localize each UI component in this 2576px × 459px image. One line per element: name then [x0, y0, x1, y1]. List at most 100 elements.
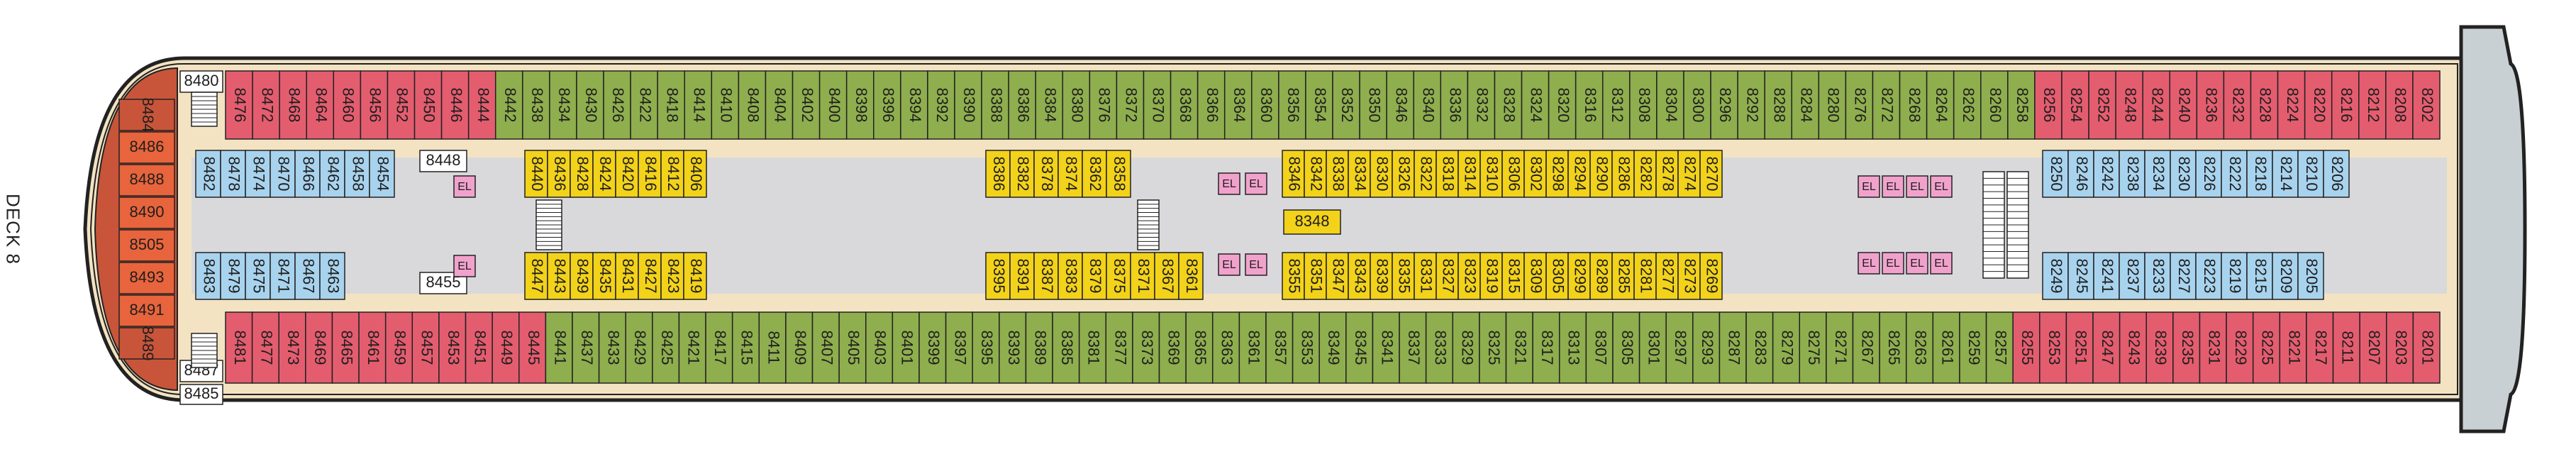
- cabin[interactable]: 8218: [2246, 150, 2273, 198]
- cabin[interactable]: 8300: [1683, 70, 1711, 140]
- cabin[interactable]: 8424: [592, 150, 616, 198]
- cabin[interactable]: 8399: [918, 311, 947, 384]
- cabin[interactable]: 8228: [2250, 70, 2279, 140]
- cabin[interactable]: 8314: [1458, 150, 1481, 198]
- cabin[interactable]: 8452: [387, 70, 416, 140]
- cabin[interactable]: 8430: [576, 70, 604, 140]
- cabin[interactable]: 8446: [440, 70, 470, 140]
- cabin[interactable]: 8239: [2145, 311, 2174, 384]
- cabin[interactable]: 8449: [492, 311, 520, 384]
- cabin[interactable]: 8310: [1479, 150, 1503, 198]
- cabin[interactable]: 8461: [358, 311, 387, 384]
- cabin[interactable]: 8205: [2297, 252, 2324, 300]
- cabin[interactable]: 8283: [1745, 311, 1774, 384]
- cabin[interactable]: 8371: [1130, 252, 1155, 300]
- cabin[interactable]: 8307: [1585, 311, 1614, 384]
- cabin[interactable]: 8231: [2199, 311, 2227, 384]
- cabin[interactable]: 8448: [419, 150, 467, 172]
- cabin[interactable]: 8346: [1386, 70, 1414, 140]
- cabin[interactable]: 8227: [2170, 252, 2197, 300]
- cabin[interactable]: 8230: [2170, 150, 2197, 198]
- cabin[interactable]: 8355: [1282, 252, 1305, 300]
- cabin[interactable]: 8444: [467, 70, 496, 140]
- cabin[interactable]: 8229: [2226, 311, 2254, 384]
- cabin[interactable]: 8265: [1879, 311, 1907, 384]
- cabin[interactable]: 8418: [657, 70, 685, 140]
- cabin[interactable]: 8385: [1052, 311, 1080, 384]
- cabin[interactable]: 8262: [1953, 70, 1982, 140]
- cabin[interactable]: 8334: [1348, 150, 1371, 198]
- cabin[interactable]: 8261: [1932, 311, 1960, 384]
- cabin[interactable]: 8402: [792, 70, 821, 140]
- cabin[interactable]: 8324: [1521, 70, 1550, 140]
- cabin[interactable]: 8459: [384, 311, 413, 384]
- cabin[interactable]: 8267: [1852, 311, 1880, 384]
- cabin[interactable]: 8284: [1791, 70, 1820, 140]
- cabin[interactable]: 8445: [518, 311, 547, 384]
- cabin[interactable]: 8338: [1326, 150, 1349, 198]
- cabin[interactable]: 8408: [738, 70, 767, 140]
- cabin[interactable]: 8364: [1223, 70, 1253, 140]
- cabin[interactable]: 8270: [1699, 150, 1723, 198]
- cabin[interactable]: 8475: [245, 252, 271, 300]
- cabin[interactable]: 8327: [1436, 252, 1459, 300]
- cabin[interactable]: 8321: [1505, 311, 1533, 384]
- cabin[interactable]: 8439: [570, 252, 594, 300]
- cabin[interactable]: 8481: [225, 311, 253, 384]
- cabin[interactable]: 8465: [331, 311, 360, 384]
- cabin[interactable]: 8339: [1370, 252, 1393, 300]
- cabin[interactable]: 8468: [279, 70, 307, 140]
- suite[interactable]: 8491: [118, 294, 175, 327]
- cabin[interactable]: 8215: [2246, 252, 2273, 300]
- cabin[interactable]: 8365: [1185, 311, 1214, 384]
- cabin[interactable]: 8392: [927, 70, 955, 140]
- suite[interactable]: 8489: [118, 326, 175, 361]
- cabin[interactable]: 8312: [1601, 70, 1631, 140]
- cabin[interactable]: 8212: [2358, 70, 2387, 140]
- cabin[interactable]: 8264: [1926, 70, 1955, 140]
- cabin[interactable]: 8382: [1009, 150, 1035, 198]
- cabin[interactable]: 8477: [251, 311, 279, 384]
- cabin[interactable]: 8246: [2067, 150, 2094, 198]
- cabin[interactable]: 8472: [252, 70, 280, 140]
- cabin[interactable]: 8276: [1845, 70, 1874, 140]
- cabin[interactable]: 8395: [972, 311, 1000, 384]
- cabin[interactable]: 8440: [524, 150, 548, 198]
- cabin[interactable]: 8409: [785, 311, 814, 384]
- cabin[interactable]: 8456: [360, 70, 389, 140]
- cabin[interactable]: 8431: [615, 252, 639, 300]
- cabin[interactable]: 8224: [2277, 70, 2306, 140]
- cabin[interactable]: 8245: [2067, 252, 2094, 300]
- cabin[interactable]: 8333: [1425, 311, 1454, 384]
- cabin[interactable]: 8249: [2042, 252, 2069, 300]
- cabin[interactable]: 8389: [1025, 311, 1053, 384]
- cabin[interactable]: 8280: [1818, 70, 1847, 140]
- cabin[interactable]: 8357: [1265, 311, 1294, 384]
- suite[interactable]: 8493: [118, 262, 175, 294]
- cabin[interactable]: 8471: [270, 252, 296, 300]
- cabin[interactable]: 8214: [2272, 150, 2299, 198]
- cabin[interactable]: 8437: [572, 311, 600, 384]
- cabin[interactable]: 8274: [1677, 150, 1701, 198]
- cabin[interactable]: 8428: [570, 150, 594, 198]
- cabin[interactable]: 8241: [2093, 252, 2120, 300]
- cabin[interactable]: 8305: [1612, 311, 1640, 384]
- cabin[interactable]: 8397: [945, 311, 973, 384]
- cabin[interactable]: 8294: [1567, 150, 1591, 198]
- cabin[interactable]: 8329: [1452, 311, 1480, 384]
- cabin[interactable]: 8393: [999, 311, 1027, 384]
- cabin[interactable]: 8443: [547, 252, 571, 300]
- cabin[interactable]: 8326: [1392, 150, 1415, 198]
- cabin[interactable]: 8297: [1665, 311, 1694, 384]
- cabin[interactable]: 8253: [2039, 311, 2067, 384]
- cabin[interactable]: 8272: [1872, 70, 1901, 140]
- cabin[interactable]: 8252: [2088, 70, 2116, 140]
- cabin[interactable]: 8325: [1479, 311, 1507, 384]
- cabin[interactable]: 8203: [2386, 311, 2414, 384]
- cabin[interactable]: 8236: [2196, 70, 2225, 140]
- cabin[interactable]: 8258: [2007, 70, 2036, 140]
- cabin[interactable]: 8305: [1545, 252, 1569, 300]
- cabin[interactable]: 8216: [2331, 70, 2360, 140]
- cabin[interactable]: 8366: [1197, 70, 1226, 140]
- cabin[interactable]: 8254: [2061, 70, 2089, 140]
